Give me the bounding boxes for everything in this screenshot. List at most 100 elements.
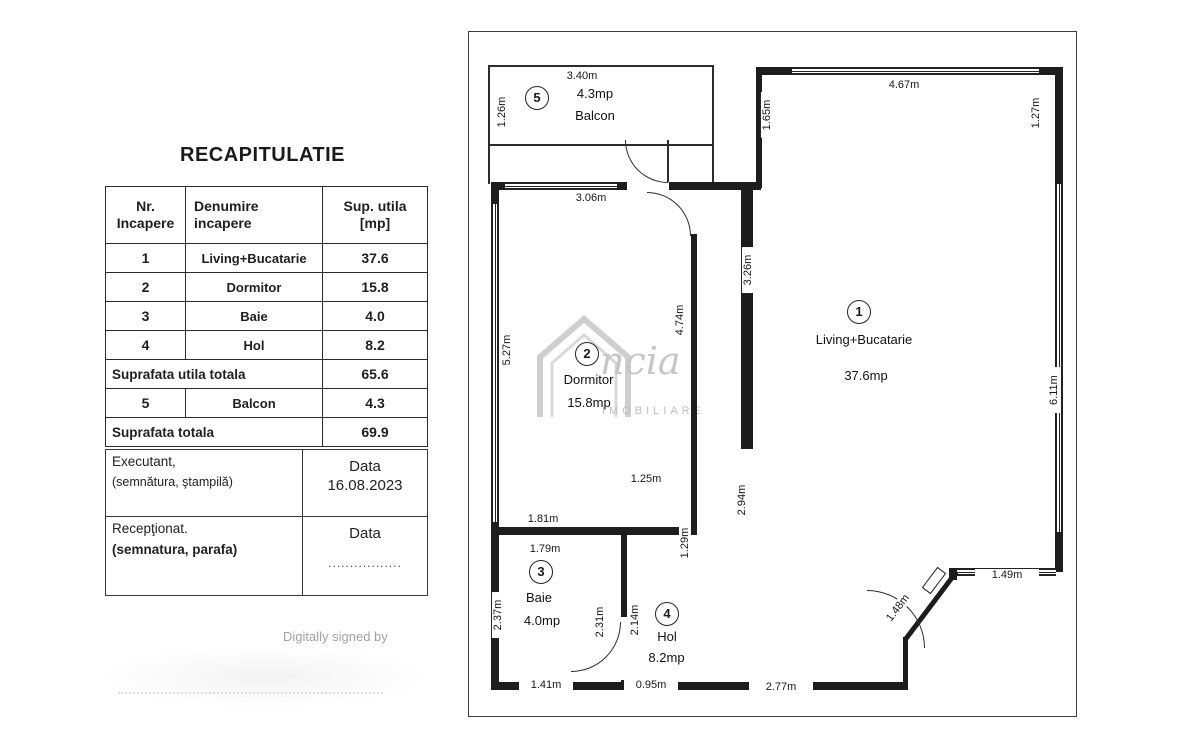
room-name-hall: Hol	[657, 629, 677, 644]
room-area-bedroom: 15.8mp	[567, 395, 611, 410]
dim-living-top: 4.67m	[867, 79, 941, 92]
room-area-balcony: 4.3mp	[576, 86, 614, 101]
row-area: 15.8	[322, 272, 428, 302]
receptionat-cell: Recepţionat. (semnatura, parafa)	[105, 516, 303, 596]
col-header-area-line1: Sup. utila	[343, 197, 407, 214]
col-header-name-line2: incapere	[194, 215, 252, 231]
dim-bathroom-top: 1.79m	[518, 543, 572, 556]
dim-hall-vertical: 1.29m	[678, 520, 692, 567]
dim-living-right: 6.11m	[1047, 367, 1061, 414]
dim-bedroom-bottom-2: 1.81m	[514, 513, 572, 526]
bedroom-door-arc	[647, 192, 691, 236]
faded-signature-line	[118, 692, 383, 694]
table-row: 3 Baie 4.0	[105, 301, 428, 331]
executant-date-cell: Data 16.08.2023	[302, 449, 428, 517]
wall-living-right-2	[1055, 532, 1063, 572]
dim-living-top-right: 1.27m	[1029, 90, 1043, 137]
wall-living-left-partition	[741, 182, 753, 449]
wall-ext-top-2	[617, 182, 627, 190]
table-row: 2 Dormitor 15.8	[105, 272, 428, 302]
room-name-living: Living+Bucatarie	[815, 332, 913, 347]
wall-bedroom-right	[691, 234, 697, 535]
wall-bottom	[493, 682, 908, 690]
row-area: 4.3	[322, 388, 428, 418]
data-label: Data	[349, 525, 381, 542]
dim-bedroom-top: 3.06m	[555, 192, 627, 205]
row-name: Balcon	[185, 388, 323, 418]
dim-bathroom-left: 2.37m	[491, 592, 505, 639]
erased-stamp-area	[100, 646, 430, 708]
room-number-living: 1	[847, 300, 871, 324]
executant-sub-label: (semnătura, ştampilă)	[112, 475, 233, 489]
floor-plan: 3.40m 4.67m 3.06m 1.25m 1.81m 1.79m 1.41…	[468, 31, 1077, 717]
dotted-line: .................	[328, 556, 402, 570]
recap-table: Nr. Incapere Denumire incapere Sup. util…	[105, 186, 428, 447]
subtotal-value: 65.6	[322, 359, 428, 389]
room-number-bedroom: 2	[575, 342, 599, 366]
row-nr: 5	[105, 388, 186, 418]
row-area: 4.0	[322, 301, 428, 331]
wall-bathroom-right-1	[621, 535, 627, 617]
wall-ext-left-1	[491, 182, 499, 204]
room-area-bathroom: 4.0mp	[523, 613, 561, 628]
table-row: 4 Hol 8.2	[105, 330, 428, 360]
executant-cell: Executant, (semnătura, ştampilă)	[105, 449, 303, 517]
dim-window-sill: 1.49m	[975, 569, 1039, 582]
total-row: Suprafata totala 69.9	[105, 417, 428, 447]
signature-table: Executant, (semnătura, ştampilă) Data 16…	[105, 449, 428, 596]
col-header-area-line2: [mp]	[359, 215, 391, 231]
date-value: 16.08.2023	[327, 477, 403, 494]
receptionat-row: Recepţionat. (semnatura, parafa) Data ..…	[105, 516, 428, 596]
dim-living-top-left: 1.65m	[760, 92, 774, 139]
wall-living-top-left	[756, 67, 762, 188]
row-name: Dormitor	[185, 272, 323, 302]
dim-hall-bottom: 0.95m	[624, 679, 678, 692]
balcony-door-arc	[625, 140, 668, 183]
row-nr: 2	[105, 272, 186, 302]
table-row: 1 Living+Bucatarie 37.6	[105, 243, 428, 273]
total-label: Suprafata totala	[105, 417, 323, 447]
row-nr: 1	[105, 243, 186, 273]
executant-row: Executant, (semnătura, ştampilă) Data 16…	[105, 449, 428, 517]
room-number-bathroom: 3	[529, 560, 553, 584]
dim-bathroom-bottom: 1.41m	[519, 679, 573, 692]
wall-balcony-step	[488, 144, 714, 146]
balcony-door-leaf	[667, 140, 669, 182]
total-value: 69.9	[322, 417, 428, 447]
row-area: 37.6	[322, 243, 428, 273]
receptionat-sub-label: (semnatura, parafa)	[112, 542, 238, 557]
dim-bathroom-door: 2.31m	[593, 599, 607, 646]
page-title: RECAPITULATIE	[180, 144, 346, 166]
wall-balcony-left	[488, 65, 490, 184]
room-name-bedroom: Dormitor	[563, 372, 614, 387]
receptionat-date-cell: Data .................	[302, 516, 428, 596]
wall-balcony-top	[488, 65, 714, 67]
row-name: Baie	[185, 301, 323, 331]
dim-partition-wall: 3.26m	[741, 247, 755, 294]
row-nr: 3	[105, 301, 186, 331]
table-row: 5 Balcon 4.3	[105, 388, 428, 418]
wall-balcony-right	[712, 65, 714, 184]
room-number-hall: 4	[655, 602, 679, 626]
dim-bedroom-bottom-1: 1.25m	[619, 473, 673, 486]
subtotal-row: Suprafata utila totala 65.6	[105, 359, 428, 389]
wall-living-top-2	[1039, 67, 1063, 75]
col-header-name: Denumire incapere	[185, 186, 323, 244]
col-header-nr-line1: Nr.	[136, 197, 155, 214]
dim-balcony-width: 3.40m	[549, 70, 615, 83]
dim-bedroom-left: 5.27m	[500, 327, 514, 374]
window-living-right	[1055, 184, 1063, 532]
subtotal-label: Suprafata utila totala	[105, 359, 323, 389]
row-nr: 4	[105, 330, 186, 360]
window-bedroom-top	[505, 182, 617, 190]
col-header-nr: Nr. Incapere	[105, 186, 186, 244]
room-name-bathroom: Baie	[525, 590, 553, 605]
row-name: Hol	[185, 330, 323, 360]
row-area: 8.2	[322, 330, 428, 360]
wall-ext-top-3	[669, 182, 761, 190]
window-bedroom-left	[491, 204, 499, 522]
room-name-balcony: Balcon	[575, 108, 615, 123]
dim-bedroom-right: 4.74m	[673, 297, 687, 344]
wall-ext-top-1	[493, 182, 505, 190]
